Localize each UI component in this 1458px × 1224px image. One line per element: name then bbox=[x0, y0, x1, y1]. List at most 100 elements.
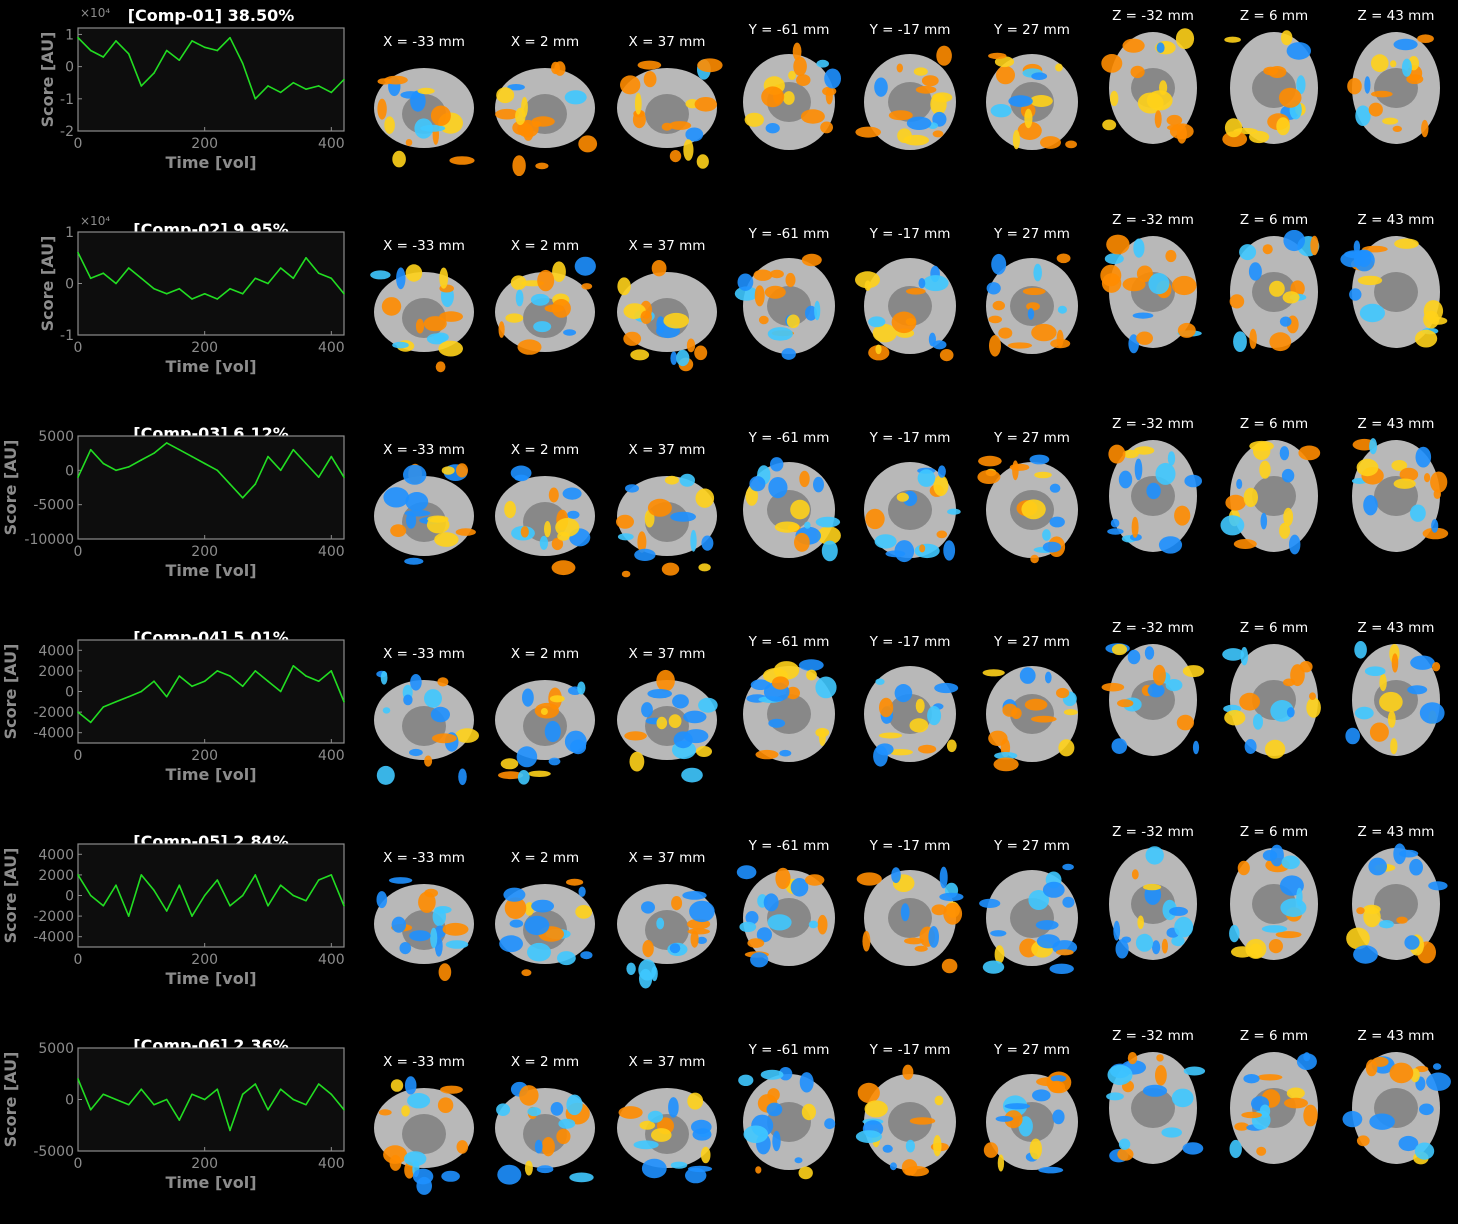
y-tick-label: 4000 bbox=[38, 643, 74, 659]
x-axis-label: Time [vol] bbox=[165, 969, 256, 988]
activation-blob bbox=[873, 745, 888, 767]
activation-blob bbox=[772, 1130, 781, 1152]
activation-blob bbox=[512, 155, 526, 176]
activation-blob bbox=[640, 310, 652, 324]
activation-blob bbox=[743, 1125, 769, 1144]
brain-slice-image bbox=[1107, 440, 1202, 554]
brain-slice-image bbox=[864, 666, 959, 767]
activation-blob bbox=[578, 135, 598, 153]
score-point bbox=[115, 40, 117, 42]
activation-blob bbox=[383, 1145, 408, 1164]
activation-blob bbox=[641, 1158, 667, 1179]
score-point bbox=[317, 85, 320, 87]
activation-blob bbox=[504, 500, 516, 519]
activation-blob bbox=[404, 1076, 417, 1095]
activation-blob bbox=[516, 746, 538, 768]
activation-blob bbox=[1368, 857, 1387, 876]
score-point bbox=[330, 91, 333, 94]
activation-blob bbox=[982, 960, 1005, 974]
activation-blob bbox=[423, 316, 447, 332]
slice-label: Y = 27 mm bbox=[994, 226, 1070, 242]
activation-blob bbox=[534, 1139, 543, 1154]
activation-blob bbox=[919, 544, 926, 553]
activation-blob bbox=[1021, 499, 1046, 520]
activation-blob bbox=[875, 678, 885, 685]
score-point bbox=[216, 1088, 219, 1090]
activation-blob bbox=[824, 1118, 836, 1130]
activation-blob bbox=[435, 361, 446, 373]
y-axis-label: Score [AU] bbox=[1, 1052, 20, 1148]
activation-blob bbox=[1280, 898, 1307, 917]
activation-blob bbox=[1257, 1074, 1283, 1081]
y-tick-label: 2000 bbox=[38, 868, 74, 884]
slice-label: X = 2 mm bbox=[510, 850, 580, 866]
activation-blob bbox=[670, 511, 696, 522]
activation-blob bbox=[686, 338, 696, 353]
activation-blob bbox=[458, 768, 467, 786]
brain-slice-image bbox=[1109, 846, 1197, 960]
activation-blob bbox=[793, 56, 807, 76]
activation-blob bbox=[894, 684, 913, 703]
activation-blob bbox=[1034, 471, 1052, 479]
activation-blob bbox=[551, 537, 564, 551]
activation-blob bbox=[567, 510, 580, 519]
activation-blob bbox=[437, 1097, 454, 1113]
activation-blob bbox=[1049, 483, 1061, 493]
activation-blob bbox=[563, 329, 577, 336]
activation-blob bbox=[939, 349, 954, 362]
activation-blob bbox=[1359, 303, 1385, 323]
score-point bbox=[216, 298, 219, 300]
activation-blob bbox=[1298, 445, 1321, 461]
activation-blob bbox=[418, 891, 436, 913]
activation-blob bbox=[1268, 939, 1283, 954]
score-point bbox=[317, 1083, 320, 1085]
x-tick-label: 400 bbox=[318, 340, 345, 356]
activation-blob bbox=[891, 867, 901, 884]
activation-blob bbox=[799, 1072, 814, 1093]
activation-blob bbox=[988, 315, 1002, 324]
slice-label: Y = -61 mm bbox=[748, 1042, 830, 1058]
activation-blob bbox=[1249, 943, 1263, 959]
activation-blob bbox=[554, 61, 566, 76]
activation-blob bbox=[1183, 1066, 1206, 1076]
score-point bbox=[191, 915, 193, 917]
y-tick-label: -2 bbox=[60, 124, 74, 140]
score-point bbox=[89, 894, 92, 897]
score-point bbox=[254, 98, 257, 100]
activation-blob bbox=[1026, 302, 1040, 311]
activation-blob bbox=[767, 1088, 780, 1102]
activation-blob bbox=[1055, 63, 1063, 72]
activation-blob bbox=[701, 535, 714, 551]
activation-blob bbox=[1132, 312, 1154, 319]
brain-slice-image bbox=[617, 669, 718, 783]
activation-blob bbox=[993, 757, 1019, 772]
activation-blob bbox=[405, 264, 423, 282]
x-tick-label: 400 bbox=[318, 136, 345, 152]
activation-blob bbox=[1171, 935, 1185, 947]
activation-blob bbox=[669, 943, 681, 954]
activation-blob bbox=[900, 903, 910, 922]
activation-blob bbox=[509, 919, 524, 928]
brain-slice-image bbox=[982, 666, 1078, 772]
score-point bbox=[267, 85, 269, 87]
brain-slice-image bbox=[1345, 641, 1445, 756]
activation-blob bbox=[1363, 906, 1381, 928]
score-point bbox=[343, 1109, 345, 1111]
activation-blob bbox=[1049, 963, 1074, 974]
activation-blob bbox=[1224, 118, 1243, 138]
activation-blob bbox=[1031, 323, 1057, 342]
activation-blob bbox=[977, 470, 1001, 484]
score-point bbox=[153, 452, 155, 454]
activation-blob bbox=[1428, 881, 1448, 891]
activation-blob bbox=[764, 285, 786, 299]
activation-blob bbox=[986, 282, 1001, 295]
activation-blob bbox=[1027, 308, 1035, 320]
activation-blob bbox=[855, 126, 881, 138]
activation-blob bbox=[1106, 1092, 1124, 1101]
score-series-line bbox=[77, 1078, 345, 1132]
activation-blob bbox=[1192, 740, 1200, 755]
activation-blob bbox=[377, 78, 392, 85]
activation-blob bbox=[432, 733, 457, 744]
activation-blob bbox=[994, 56, 1015, 68]
